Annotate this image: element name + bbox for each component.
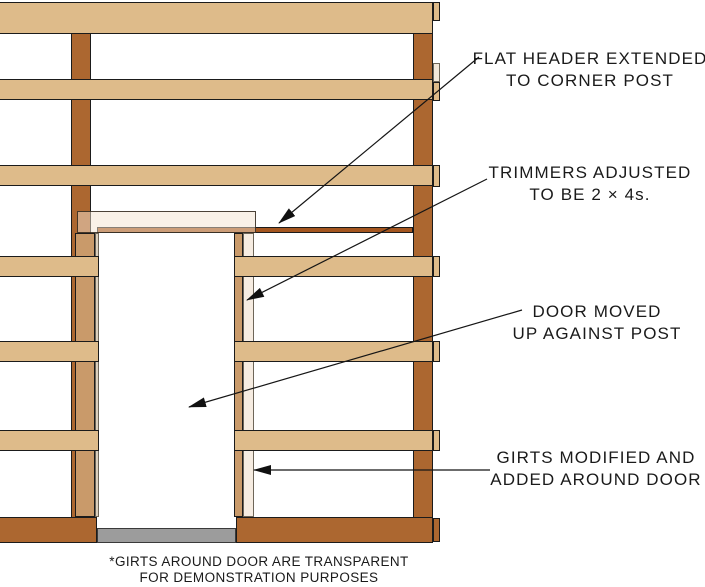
door-header-girt-transparent	[77, 211, 256, 233]
girt-end-tab	[433, 165, 440, 187]
girt-row-4-right	[234, 256, 433, 277]
girt-row-5-left	[0, 341, 99, 362]
annotation-line: DOOR MOVED	[532, 302, 662, 321]
annotation-line: GIRTS MODIFIED AND	[496, 448, 696, 467]
left-door-girt-edge	[95, 233, 99, 517]
annotation-line: TRIMMERS ADJUSTED	[488, 163, 692, 182]
girt-row-1	[0, 2, 433, 34]
door-opening	[99, 233, 234, 517]
skirt-board-left	[0, 517, 97, 543]
annotation-door: DOOR MOVED UP AGAINST POST	[457, 301, 705, 345]
skirt-end-tab	[433, 518, 440, 542]
girt-end-tab	[433, 2, 440, 21]
girt-row-3	[0, 165, 433, 186]
skirt-board-right	[236, 517, 433, 543]
annotation-girts: GIRTS MODIFIED AND ADDED AROUND DOOR	[456, 447, 705, 491]
annotation-flat-header: FLAT HEADER EXTENDED TO CORNER POST	[450, 48, 705, 92]
girt-row-6-right	[234, 430, 433, 451]
footnote-line: FOR DEMONSTRATION PURPOSES	[139, 570, 379, 585]
girt-row-6-left	[0, 430, 99, 451]
annotation-line: UP AGAINST POST	[512, 324, 682, 343]
footnote-line: *GIRTS AROUND DOOR ARE TRANSPARENT	[109, 554, 409, 569]
girt-end-tab-cream	[433, 63, 440, 82]
girt-end-tab	[433, 341, 440, 362]
transparency-footnote: *GIRTS AROUND DOOR ARE TRANSPARENT FOR D…	[79, 554, 439, 586]
girt-row-5-right	[234, 341, 433, 362]
annotation-line: ADDED AROUND DOOR	[490, 470, 702, 489]
annotation-line: FLAT HEADER EXTENDED	[472, 49, 705, 68]
door-sill	[97, 528, 236, 543]
girt-end-tab	[433, 430, 440, 451]
girt-row-4-left	[0, 256, 99, 277]
girt-end-tab	[433, 82, 440, 101]
annotation-line: TO CORNER POST	[505, 71, 675, 90]
girt-end-tab	[433, 256, 440, 277]
girt-row-2	[0, 79, 433, 100]
annotation-trimmers: TRIMMERS ADJUSTED TO BE 2 × 4s.	[450, 162, 705, 206]
annotation-line: TO BE 2 × 4s.	[529, 185, 651, 204]
